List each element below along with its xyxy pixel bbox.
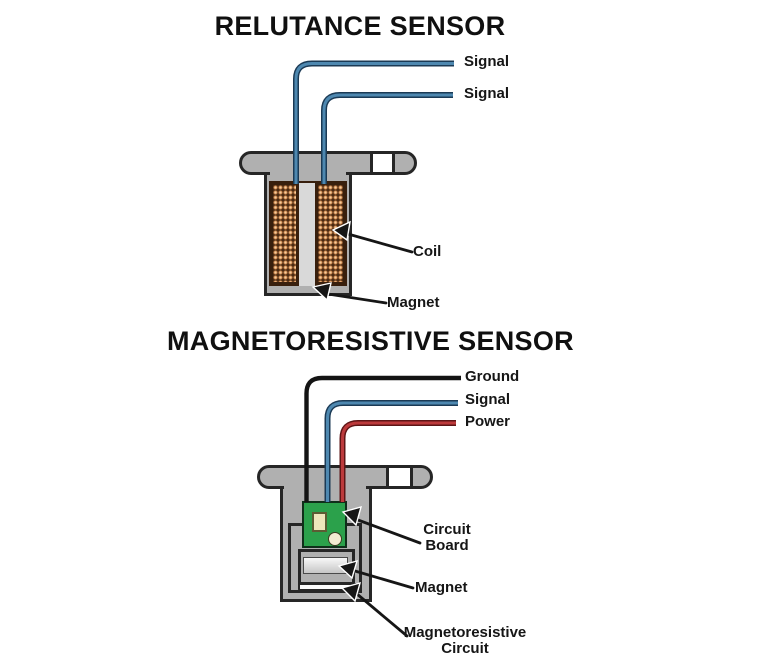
magnetoresistive-mounting-hole	[386, 468, 413, 486]
magnetoresistive-circuit-chip	[298, 583, 357, 591]
coil-leader-line	[346, 232, 414, 254]
circuit-board-label-line2: Board	[425, 537, 469, 554]
magnetoresistive-sensor-title: MAGNETORESISTIVE SENSOR	[167, 326, 574, 356]
signal-label-top-1: Signal	[464, 53, 510, 70]
ground-label: Ground	[465, 368, 520, 385]
board-component	[312, 512, 327, 532]
magnet-strip	[272, 286, 346, 293]
magnetoresistive-flange-stem-joint	[284, 485, 366, 493]
signal-label-bottom: Signal	[465, 391, 511, 408]
magnet-label-bottom: Magnet	[415, 579, 468, 596]
mr-circuit-label-line1: Magnetoresistive	[403, 624, 527, 641]
board-solder-pad	[328, 532, 342, 546]
magnetoresistive-circuit-label: Magnetoresistive Circuit	[399, 625, 531, 657]
coil-left-winding	[273, 185, 296, 282]
coil-label: Coil	[413, 243, 442, 260]
reluctance-sensor-title: RELUTANCE SENSOR	[214, 11, 506, 41]
circuit-board-label-line1: Circuit	[423, 521, 471, 538]
coil-right-winding	[318, 185, 343, 282]
circuit-board-label: Circuit Board	[416, 522, 478, 554]
magnet-label-top: Magnet	[387, 294, 440, 311]
reluctance-mounting-hole	[370, 154, 395, 172]
reluctance-flange-stem-joint	[270, 171, 346, 179]
circuit-board	[302, 501, 347, 548]
signal-label-top-2: Signal	[464, 85, 510, 102]
pole-piece	[299, 183, 315, 286]
power-label: Power	[465, 413, 511, 430]
mr-circuit-label-line2: Circuit	[441, 640, 489, 657]
magnet-block	[303, 557, 348, 574]
